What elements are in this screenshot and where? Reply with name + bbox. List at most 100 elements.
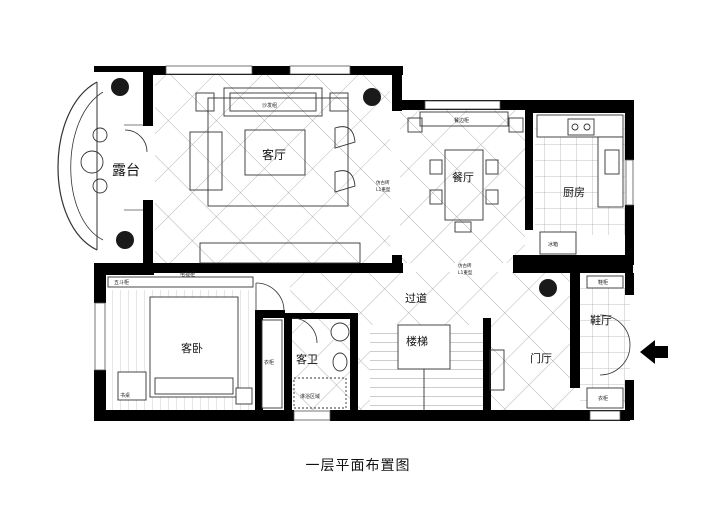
label-floor-note: 仿古砖 xyxy=(376,179,390,186)
label-fridge: 冰箱 xyxy=(548,241,558,248)
dining-furniture xyxy=(407,111,524,233)
wall xyxy=(483,318,491,413)
label-floor-note: L1重型 xyxy=(376,186,391,193)
kitchen-fixtures xyxy=(536,114,624,255)
nightstand xyxy=(235,387,253,405)
stair-landing xyxy=(397,324,451,370)
entrance-arrow-icon xyxy=(640,340,668,364)
dining-chair xyxy=(454,221,472,233)
window xyxy=(94,302,106,371)
window xyxy=(589,410,621,421)
walls xyxy=(94,66,634,421)
shower-area xyxy=(293,377,347,409)
window xyxy=(424,100,501,110)
sofa-seat xyxy=(229,92,317,112)
wall xyxy=(625,100,634,160)
foyer-fixtures xyxy=(586,275,624,409)
wall xyxy=(94,410,294,421)
wall xyxy=(392,66,402,111)
window xyxy=(289,65,351,75)
console xyxy=(489,349,505,391)
wall xyxy=(570,273,580,388)
stove xyxy=(567,118,595,136)
windows xyxy=(94,65,634,421)
wall xyxy=(625,273,634,295)
shoe-room-floor xyxy=(580,288,630,403)
dining-chair xyxy=(485,159,499,175)
shoe-cabinet xyxy=(586,275,624,289)
dining-chair xyxy=(429,159,443,175)
terrace xyxy=(57,81,147,251)
terrace-table xyxy=(80,150,104,174)
plants xyxy=(111,78,557,297)
fridge xyxy=(539,231,577,255)
chair xyxy=(334,126,356,149)
label-wardrobe: 衣柜 xyxy=(264,359,274,366)
sideboard xyxy=(419,111,509,127)
side-table xyxy=(329,92,349,112)
burner xyxy=(583,123,591,131)
wall xyxy=(143,66,153,126)
side-table xyxy=(195,92,215,112)
pillows xyxy=(154,377,234,395)
wall xyxy=(525,100,633,113)
desk-chair xyxy=(117,371,147,401)
wall xyxy=(284,315,292,413)
window xyxy=(625,159,634,206)
bedroom-furniture xyxy=(107,276,283,409)
room-label-corridor: 过道 xyxy=(405,291,427,305)
plant-icon xyxy=(116,231,134,249)
room-label-shoe-room: 鞋厅 xyxy=(590,313,612,327)
living-floor xyxy=(155,75,390,263)
wall xyxy=(255,318,263,413)
window xyxy=(165,65,253,75)
terrace-chair xyxy=(92,127,108,143)
wall xyxy=(525,110,533,230)
wall xyxy=(153,263,403,273)
label-shoe-cabinet: 鞋柜 xyxy=(598,279,608,286)
room-label-kitchen: 厨房 xyxy=(563,186,585,199)
wall xyxy=(625,380,634,420)
door-swing xyxy=(291,317,318,344)
burner xyxy=(571,123,579,131)
wardrobe xyxy=(261,319,283,409)
room-label-terrace: 露台 xyxy=(112,163,140,179)
room-label-stairs: 楼梯 xyxy=(406,334,428,348)
terrace-chair xyxy=(92,178,108,194)
plant-icon xyxy=(111,78,129,96)
room-label-dining: 餐厅 xyxy=(452,170,474,184)
door-swing xyxy=(599,314,631,346)
rug xyxy=(207,97,349,207)
sofa xyxy=(223,87,323,117)
label-closet: 衣柜 xyxy=(598,395,608,402)
room-label-foyer: 门厅 xyxy=(530,351,552,365)
label-desk: 书桌 xyxy=(120,392,130,399)
label-dresser: 五斗柜 xyxy=(114,279,129,286)
wall xyxy=(94,370,106,420)
label-tv-unit: 电视柜 xyxy=(180,271,195,278)
wall xyxy=(284,313,358,319)
wall xyxy=(94,263,106,303)
window xyxy=(293,410,331,421)
plan-caption: 一层平面布置图 xyxy=(305,458,411,474)
dining-table xyxy=(444,149,484,221)
coffee-table xyxy=(244,129,306,176)
tv-cabinet xyxy=(199,242,361,264)
room-label-bedroom: 客卧 xyxy=(181,341,203,355)
dresser xyxy=(107,276,254,288)
closet xyxy=(586,387,624,409)
dining-floor xyxy=(400,108,525,263)
bath-fixtures xyxy=(293,322,350,409)
wall xyxy=(350,315,358,410)
basin xyxy=(330,322,350,342)
wall xyxy=(255,310,285,318)
wall xyxy=(513,255,633,273)
wall xyxy=(330,410,630,421)
door-swing xyxy=(124,129,148,153)
side-stand xyxy=(508,117,524,133)
armchair xyxy=(189,131,223,191)
toilet xyxy=(332,352,348,372)
dining-chair xyxy=(429,189,443,205)
label-sofa: 沙发组 xyxy=(262,102,277,109)
stair-outline xyxy=(397,324,505,410)
